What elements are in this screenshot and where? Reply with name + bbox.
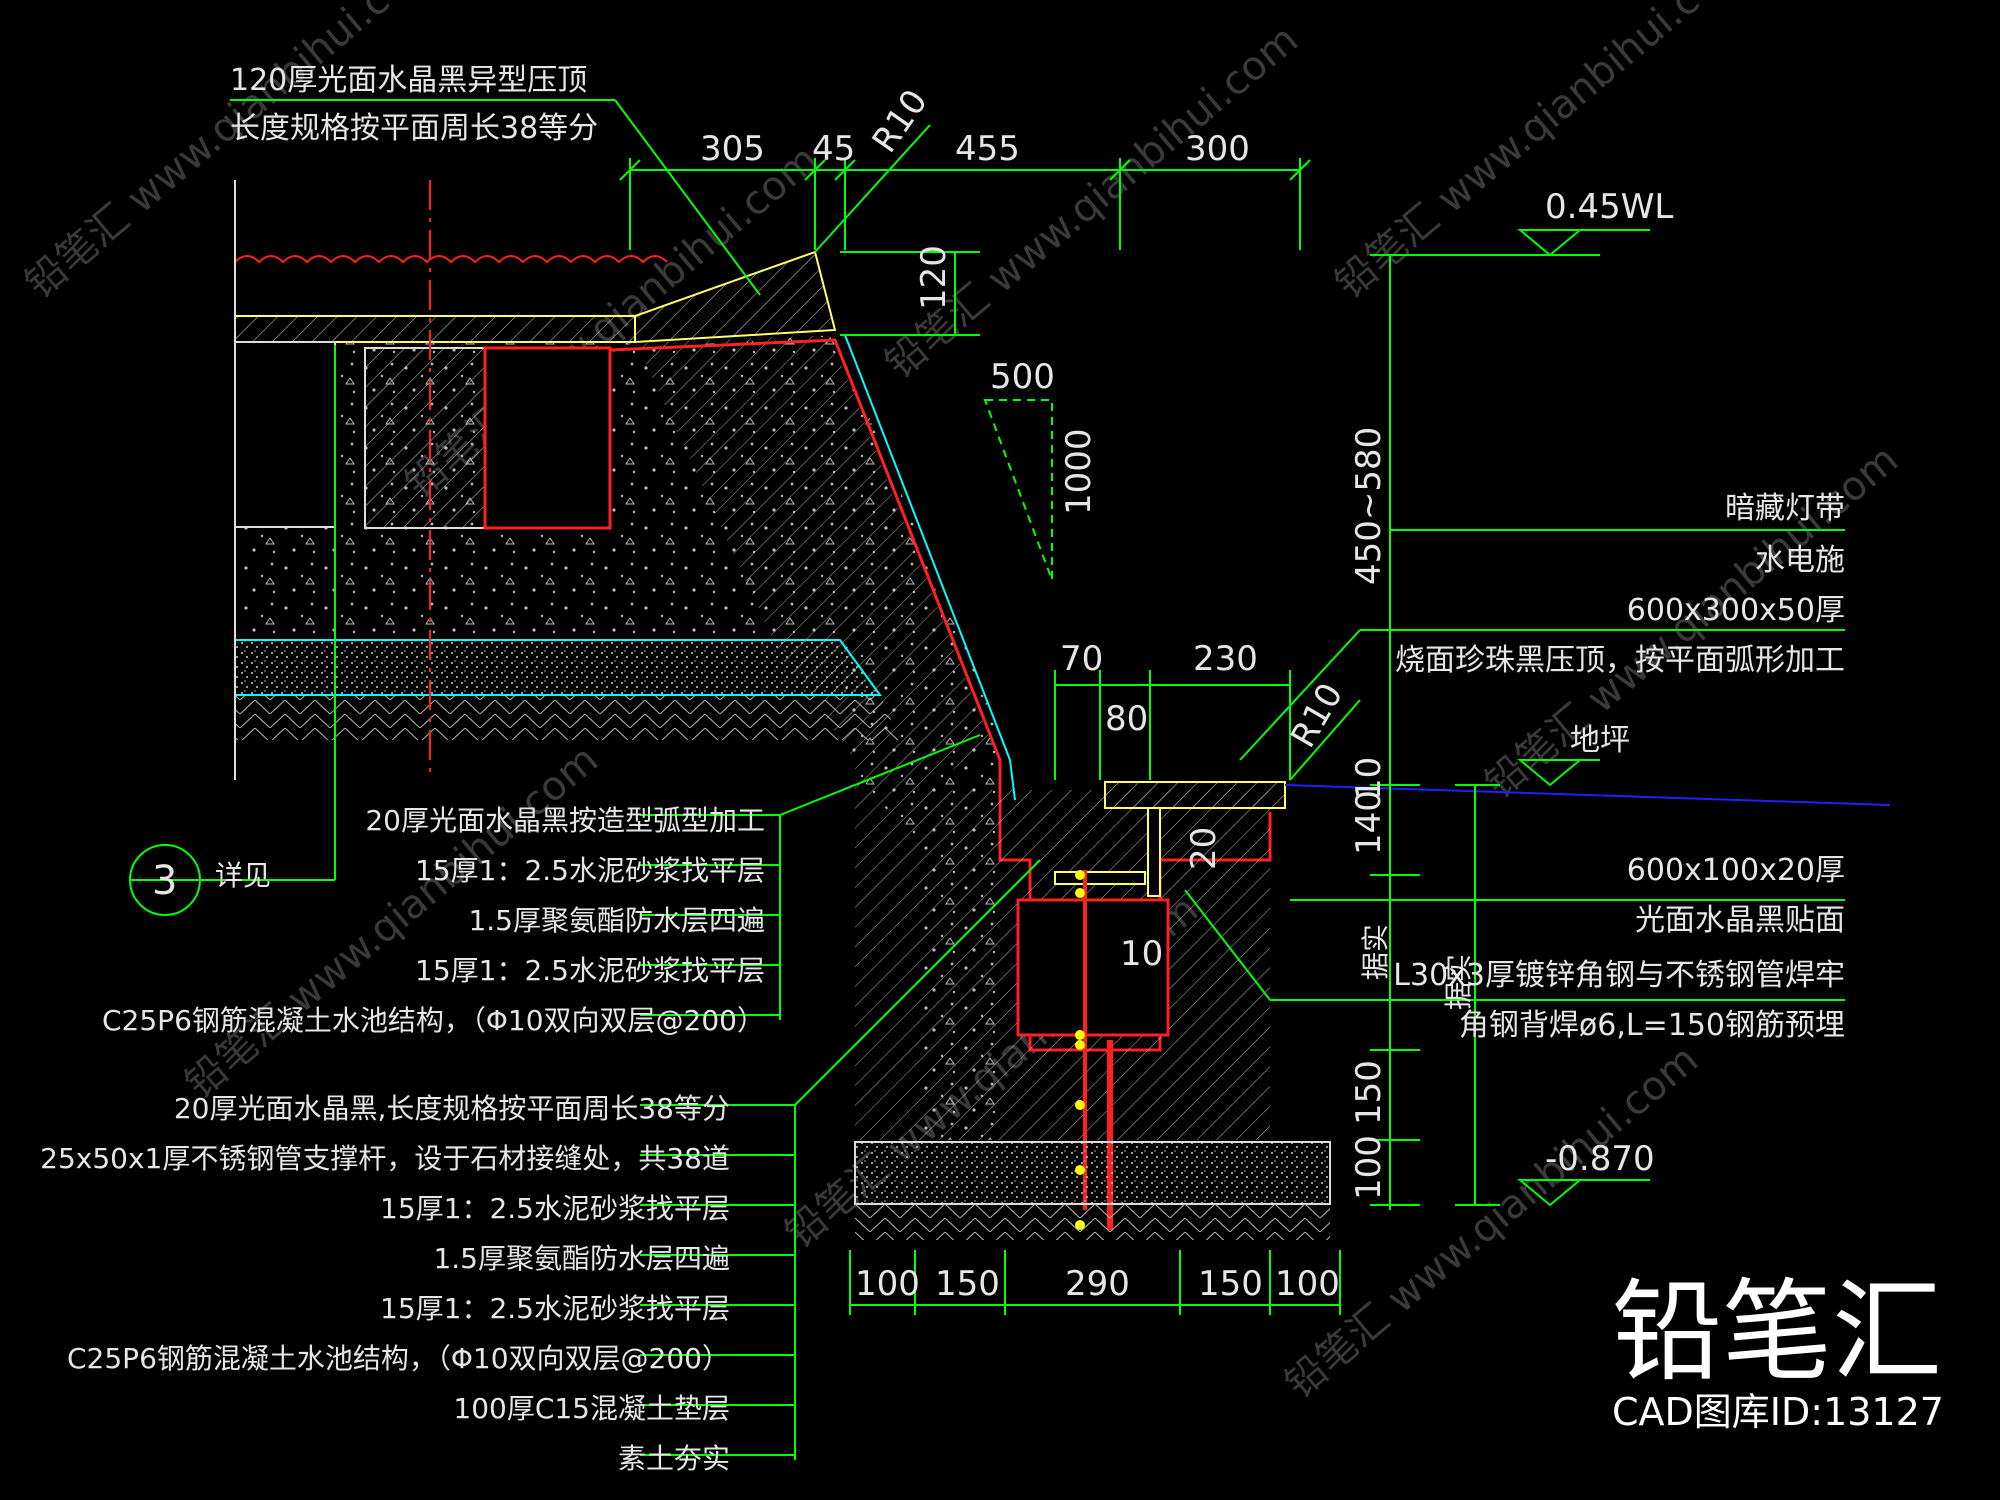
foundation-pad bbox=[854, 1141, 1331, 1205]
dim-bottom-100-a: 100 bbox=[855, 1264, 920, 1304]
detail-ref-text: 详见 bbox=[215, 859, 271, 892]
watermark: 铅笔汇 www.qianbihui.com bbox=[17, 0, 447, 308]
trench-structure bbox=[854, 781, 1891, 1240]
dim-230: 230 bbox=[1193, 639, 1258, 679]
left-upper-note: 15厚1：2.5水泥砂浆找平层 bbox=[415, 954, 765, 987]
dim-1000: 1000 bbox=[1059, 428, 1099, 515]
level-bottom: -0.870 bbox=[1545, 1139, 1655, 1179]
coping-slab bbox=[1104, 781, 1286, 809]
note-coping-line2: 长度规格按平面周长38等分 bbox=[230, 111, 598, 146]
right-note: 光面水晶黑贴面 bbox=[1635, 903, 1845, 938]
left-lower-note: 素土夯实 bbox=[618, 1442, 730, 1475]
dim-45: 45 bbox=[812, 129, 855, 169]
dim-140: 140 bbox=[1349, 790, 1389, 855]
left-lower-note: 15厚1：2.5水泥砂浆找平层 bbox=[380, 1192, 730, 1225]
left-lower-note: 15厚1：2.5水泥砂浆找平层 bbox=[380, 1292, 730, 1325]
dim-450-580: 450~580 bbox=[1349, 427, 1389, 585]
dim-70: 70 bbox=[1060, 639, 1103, 679]
dim-r10-top: R10 bbox=[865, 82, 936, 160]
pool-structure bbox=[234, 180, 1272, 1140]
left-upper-note: 15厚1：2.5水泥砂浆找平层 bbox=[415, 854, 765, 887]
dim-as-built-1: 据实 bbox=[1359, 924, 1392, 980]
left-upper-note: C25P6钢筋混凝土水池结构，（Φ10双向双层@200） bbox=[102, 1004, 765, 1037]
dim-80: 80 bbox=[1105, 699, 1148, 739]
dim-150-right: 150 bbox=[1349, 1060, 1389, 1125]
left-lower-note: 25x50x1厚不锈钢管支撑杆，设于石材接缝处，共38道 bbox=[40, 1142, 730, 1175]
right-note: 600x100x20厚 bbox=[1627, 853, 1845, 888]
dim-500: 500 bbox=[990, 357, 1055, 397]
right-note: 暗藏灯带 bbox=[1725, 491, 1845, 526]
water-surface bbox=[234, 255, 668, 264]
trench-cover bbox=[1054, 871, 1146, 885]
trench-cavity bbox=[1016, 898, 1170, 1037]
left-lower-note: 20厚光面水晶黑,长度规格按平面周长38等分 bbox=[174, 1092, 730, 1125]
right-note: 烧面珍珠黑压顶，按平面弧形加工 bbox=[1395, 643, 1845, 678]
pool-cell bbox=[364, 347, 486, 529]
facing-stone bbox=[1147, 807, 1161, 897]
sloped-wall bbox=[600, 335, 990, 1140]
dim-bottom-150-b: 150 bbox=[1198, 1264, 1263, 1304]
brand-logo: 铅笔汇 CAD图库ID:13127 bbox=[1612, 1268, 1944, 1434]
anchor-points bbox=[1075, 870, 1085, 1230]
cyan-outline bbox=[844, 334, 1016, 801]
soil-layer bbox=[235, 695, 900, 740]
dim-120: 120 bbox=[914, 245, 954, 310]
pool-cell bbox=[483, 346, 612, 530]
ground-line bbox=[1284, 784, 1891, 806]
watermark: 铅笔汇 www.qianbihui.com bbox=[1327, 0, 1757, 308]
dimension-lines bbox=[129, 99, 1845, 1460]
left-upper-note: 20厚光面水晶黑按造型弧型加工 bbox=[365, 804, 765, 837]
brand-id: CAD图库ID:13127 bbox=[1612, 1390, 1944, 1434]
gravel-bed bbox=[234, 639, 882, 696]
pool-cell bbox=[234, 341, 336, 528]
foundation-soil bbox=[855, 1204, 1330, 1240]
pool-top-slab bbox=[234, 315, 636, 343]
dim-100-right: 100 bbox=[1349, 1135, 1389, 1200]
level-ground: 地坪 bbox=[1570, 723, 1630, 758]
left-lower-note: 100厚C15混凝土垫层 bbox=[453, 1392, 730, 1425]
right-note: L30x3厚镀锌角钢与不锈钢管焊牢 bbox=[1393, 958, 1845, 993]
dim-r10-trench: R10 bbox=[1283, 677, 1351, 755]
left-upper-note: 1.5厚聚氨酯防水层四遍 bbox=[468, 904, 765, 937]
detail-ref-number: 3 bbox=[152, 858, 177, 904]
dim-455: 455 bbox=[955, 129, 1020, 169]
right-note: 600x300x50厚 bbox=[1627, 593, 1845, 628]
left-lower-note: 1.5厚聚氨酯防水层四遍 bbox=[433, 1242, 730, 1275]
dim-as-built-2: 据实 bbox=[1442, 954, 1475, 1010]
watermark: 铅笔汇 www.qianbihui.com bbox=[877, 16, 1307, 387]
dim-300: 300 bbox=[1185, 129, 1250, 169]
left-lower-note: C25P6钢筋混凝土水池结构，（Φ10双向双层@200） bbox=[67, 1342, 730, 1375]
note-coping-line1: 120厚光面水晶黑异型压顶 bbox=[230, 63, 587, 98]
dim-305: 305 bbox=[700, 129, 765, 169]
dim-10: 10 bbox=[1120, 934, 1163, 974]
brand-name: 铅笔汇 bbox=[1612, 1268, 1942, 1396]
dim-20: 20 bbox=[1184, 827, 1224, 870]
right-note: 角钢背焊ø6,L=150钢筋预埋 bbox=[1459, 1008, 1845, 1043]
level-wl: 0.45WL bbox=[1545, 187, 1673, 227]
coping-stone bbox=[634, 250, 837, 344]
dim-bottom-290: 290 bbox=[1065, 1264, 1130, 1304]
dim-bottom-150-a: 150 bbox=[935, 1264, 1000, 1304]
dim-bottom-100-b: 100 bbox=[1275, 1264, 1340, 1304]
right-note: 水电施 bbox=[1755, 543, 1845, 578]
dim-10-right: 10 bbox=[1349, 757, 1389, 800]
